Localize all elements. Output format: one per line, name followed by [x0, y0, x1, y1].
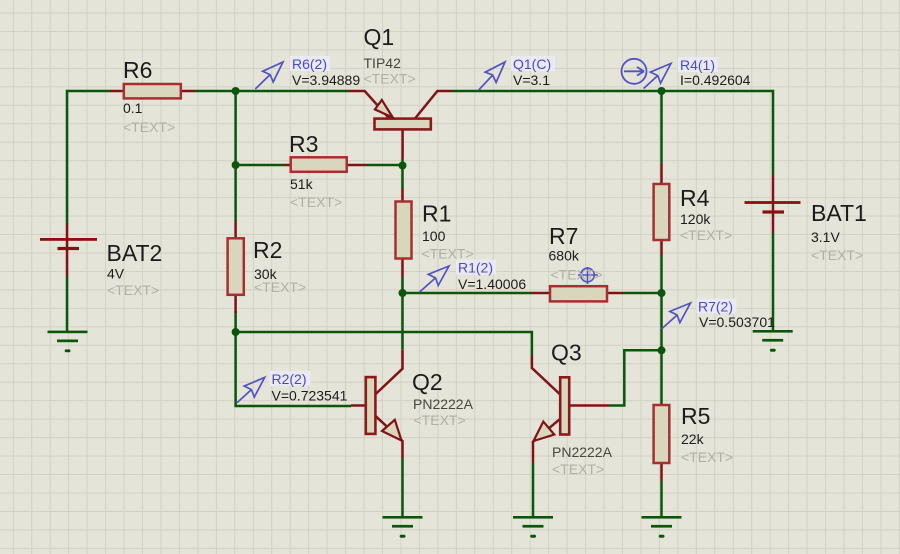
svg-text:<TEXT>: <TEXT> [811, 247, 863, 263]
svg-text:R5: R5 [681, 403, 710, 429]
svg-text:100: 100 [422, 228, 446, 244]
svg-text:BAT2: BAT2 [107, 240, 163, 266]
svg-text:680k: 680k [549, 248, 580, 264]
svg-text:PN2222A: PN2222A [552, 444, 613, 460]
svg-text:TIP42: TIP42 [364, 55, 402, 71]
svg-text:R2: R2 [253, 237, 282, 263]
svg-text:Q1(C): Q1(C) [513, 56, 551, 72]
svg-text:PN2222A: PN2222A [413, 396, 474, 412]
svg-text:<TEXT>: <TEXT> [123, 119, 175, 135]
svg-text:3.1V: 3.1V [811, 229, 840, 245]
svg-text:Q1: Q1 [364, 24, 395, 50]
svg-text:BAT1: BAT1 [811, 200, 867, 226]
svg-text:R3: R3 [289, 131, 318, 157]
svg-text:30k: 30k [254, 266, 278, 282]
svg-text:V=3.94889: V=3.94889 [292, 72, 360, 88]
svg-text:0.1: 0.1 [123, 100, 143, 116]
svg-text:V=0.723541: V=0.723541 [272, 388, 348, 404]
svg-text:<TEXT>: <TEXT> [551, 267, 603, 283]
svg-text:120k: 120k [680, 211, 711, 227]
svg-text:R1(2): R1(2) [458, 260, 493, 276]
svg-text:R6(2): R6(2) [292, 56, 327, 72]
svg-text:R4(1): R4(1) [680, 57, 715, 73]
svg-text:I=0.492604: I=0.492604 [680, 72, 751, 88]
svg-text:<TEXT>: <TEXT> [422, 246, 474, 262]
svg-text:<TEXT>: <TEXT> [254, 279, 306, 295]
svg-text:V=0.503701: V=0.503701 [699, 314, 775, 330]
svg-text:4V: 4V [107, 266, 125, 282]
svg-text:R4: R4 [680, 185, 710, 211]
svg-text:R7: R7 [549, 223, 578, 249]
svg-text:Q2: Q2 [412, 369, 443, 395]
svg-text:R7(2): R7(2) [698, 299, 733, 315]
svg-text:<TEXT>: <TEXT> [552, 461, 604, 477]
svg-text:<TEXT>: <TEXT> [107, 282, 159, 298]
svg-text:51k: 51k [290, 176, 314, 192]
svg-text:22k: 22k [681, 431, 705, 447]
svg-text:<TEXT>: <TEXT> [681, 449, 733, 465]
svg-text:<TEXT>: <TEXT> [364, 71, 416, 87]
svg-text:R6: R6 [123, 57, 152, 83]
svg-text:V=1.40006: V=1.40006 [458, 276, 526, 292]
svg-text:<TEXT>: <TEXT> [680, 227, 732, 243]
svg-text:Q3: Q3 [551, 340, 582, 366]
svg-text:<TEXT>: <TEXT> [290, 194, 342, 210]
svg-text:<TEXT>: <TEXT> [414, 412, 466, 428]
svg-text:R1: R1 [422, 201, 451, 227]
svg-text:V=3.1: V=3.1 [513, 72, 550, 88]
svg-text:R2(2): R2(2) [272, 371, 307, 387]
